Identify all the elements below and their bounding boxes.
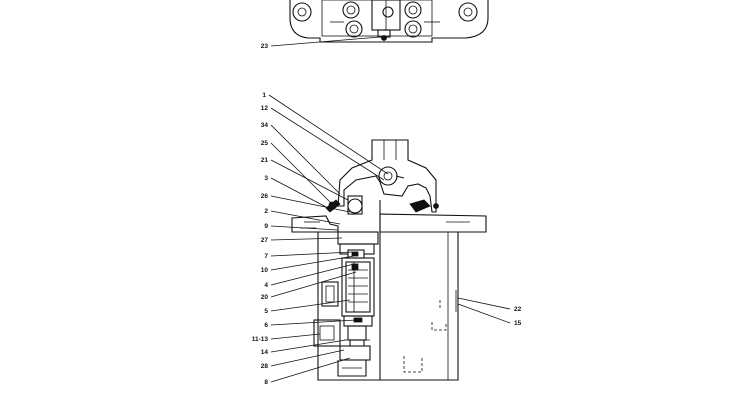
callout-12: 12 (261, 105, 269, 112)
callout-26: 26 (261, 193, 269, 200)
callout-21: 21 (261, 157, 269, 164)
callout-34: 34 (261, 122, 269, 129)
callout-14: 14 (261, 349, 269, 356)
callout-4: 4 (264, 282, 268, 289)
callout-5: 5 (264, 308, 268, 315)
callout-7: 7 (264, 253, 268, 260)
callout-15: 15 (514, 320, 522, 327)
callout-23: 23 (261, 43, 269, 50)
callout-9: 9 (264, 223, 268, 230)
callout-22: 22 (514, 306, 522, 313)
top-view-assembly (289, 0, 489, 43)
leader-lines (268, 36, 511, 383)
callout-10: 10 (261, 267, 269, 274)
callout-25: 25 (261, 140, 269, 147)
callout-8: 8 (264, 379, 268, 386)
callout-3: 3 (264, 175, 268, 182)
callout-2: 2 (264, 208, 268, 215)
callout-1: 1 (262, 92, 266, 99)
callout-6: 6 (264, 322, 268, 329)
section-view-assembly (291, 139, 487, 381)
callout-11-13: 11-13 (252, 336, 269, 343)
callout-27: 27 (261, 237, 269, 244)
callout-20: 20 (261, 294, 269, 301)
callout-28: 28 (261, 363, 269, 370)
callout-labels: 23 1 12 34 25 21 3 26 2 9 27 7 10 4 20 5… (252, 43, 522, 386)
